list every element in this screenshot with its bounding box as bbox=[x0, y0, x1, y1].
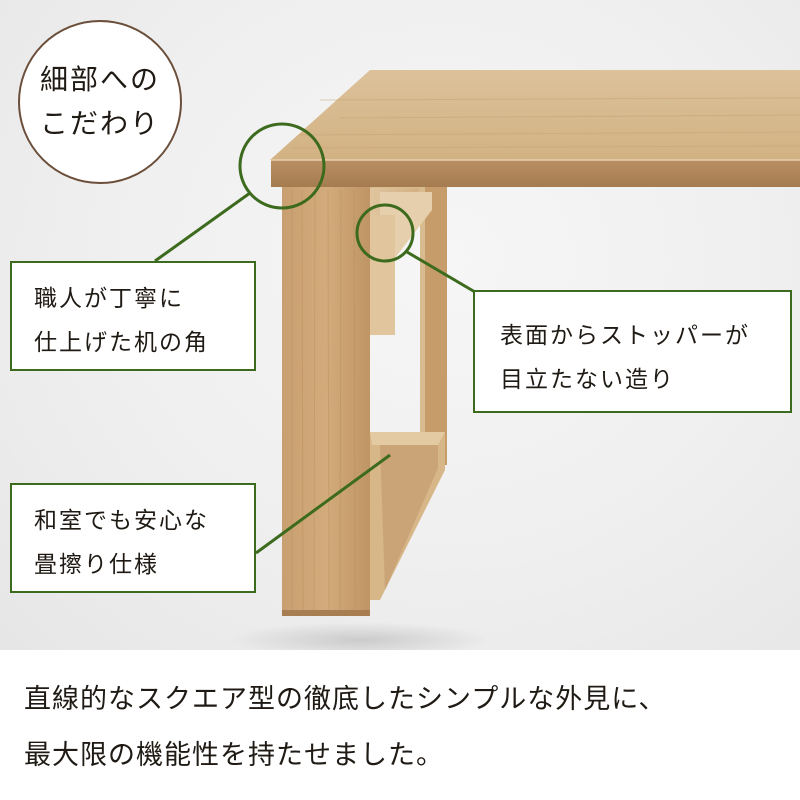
callout-hidden-stopper: 表面からストッパーが 目立たない造り bbox=[473, 290, 792, 413]
callout-table-corner: 職人が丁寧に 仕上げた机の角 bbox=[10, 261, 256, 371]
badge-line-1: 細部への bbox=[39, 63, 160, 96]
callout-tatami-safe: 和室でも安心な 畳擦り仕様 bbox=[10, 483, 256, 593]
callout-text: 表面からストッパーが bbox=[500, 323, 750, 349]
details-badge: 細部への こだわり bbox=[18, 20, 182, 184]
product-caption: 直線的なスクエア型の徹底したシンプルな外見に、 最大限の機能性を持たせました。 bbox=[0, 650, 800, 800]
callout-text: 仕上げた机の角 bbox=[34, 330, 209, 356]
wooden-table-illustration bbox=[154, 70, 800, 650]
caption-line-1: 直線的なスクエア型の徹底したシンプルな外見に、 bbox=[24, 684, 667, 715]
callout-text: 職人が丁寧に bbox=[34, 286, 184, 312]
callout-text: 和室でも安心な bbox=[34, 508, 209, 534]
badge-line-2: こだわり bbox=[39, 107, 160, 140]
callout-text: 畳擦り仕様 bbox=[34, 552, 159, 578]
caption-line-2: 最大限の機能性を持たせました。 bbox=[24, 740, 444, 771]
product-photo: 細部への こだわり 職人が丁寧に 仕上げた机の角 表面からストッパーが 目立たな… bbox=[0, 0, 800, 650]
callout-text: 目立たない造り bbox=[500, 367, 675, 393]
